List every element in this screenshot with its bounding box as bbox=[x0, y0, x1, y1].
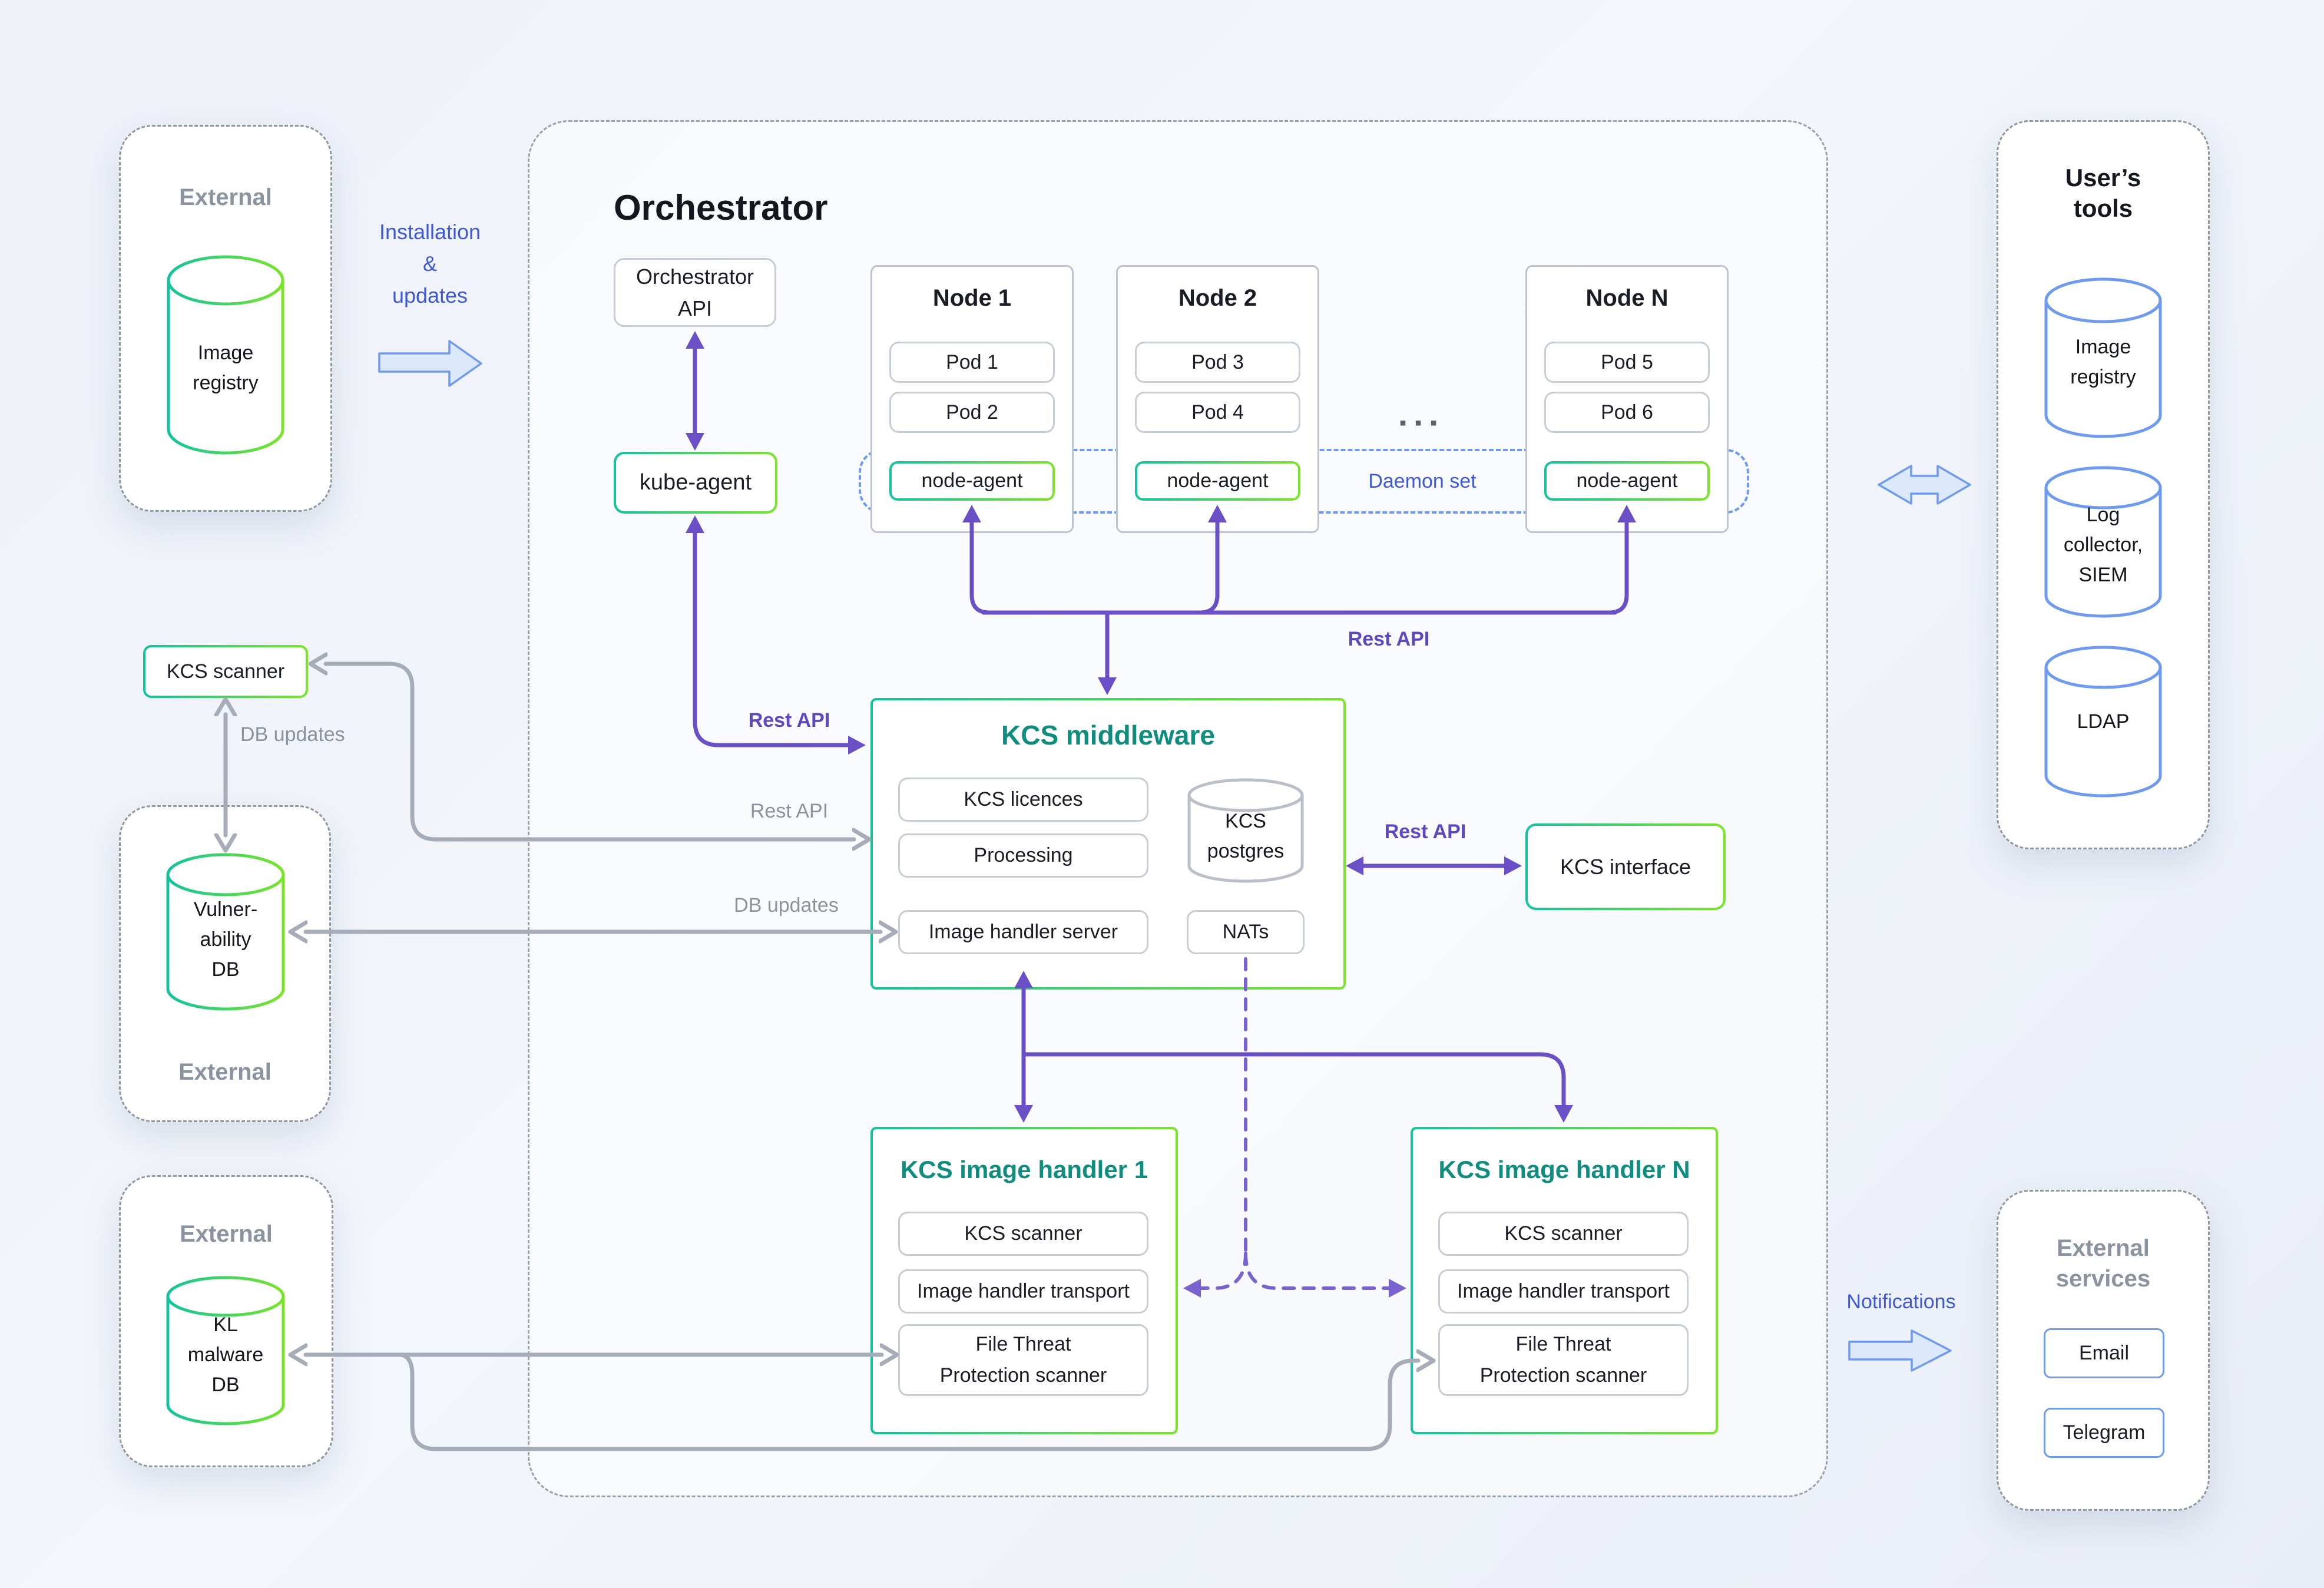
email-box: Email bbox=[2044, 1328, 2164, 1378]
tools-log-collector-cylinder-icon bbox=[2044, 465, 2163, 621]
handler-1-kcs-scanner: KCS scanner bbox=[898, 1212, 1148, 1256]
external-mid-title: External bbox=[178, 1058, 272, 1085]
external-top-title: External bbox=[179, 184, 272, 210]
image-registry-label: Image registry bbox=[193, 342, 259, 394]
rest-api-scanner-label: Rest API bbox=[750, 799, 829, 822]
handler-1-transport: Image handler transport bbox=[898, 1269, 1148, 1314]
orchestrator-title: Orchestrator bbox=[614, 188, 828, 227]
installation-arrow-icon bbox=[378, 340, 482, 387]
nodes-ellipsis: ▪▪▪ bbox=[1399, 411, 1446, 434]
node-n-agent-box: node-agent bbox=[1544, 461, 1710, 501]
kl-malware-db-cylinder-icon bbox=[165, 1275, 286, 1429]
telegram-box: Telegram bbox=[2044, 1408, 2164, 1458]
installation-updates-label: Installation & updates bbox=[379, 220, 481, 307]
users-tools-title: User’s tools bbox=[2065, 163, 2141, 223]
vulnerability-db-cylinder-icon bbox=[165, 852, 286, 1014]
vulnerability-db-label: Vulner- ability DB bbox=[193, 898, 258, 981]
node-1-pod-1: Pod 1 bbox=[889, 342, 1055, 383]
kcs-image-handler-1-title: KCS image handler 1 bbox=[900, 1156, 1148, 1183]
node-2-title: Node 2 bbox=[1178, 284, 1257, 311]
node-2-pod-2: Pod 4 bbox=[1135, 392, 1300, 433]
nats-box: NATs bbox=[1187, 910, 1305, 954]
image-handler-server-box: Image handler server bbox=[898, 910, 1148, 954]
kcs-scanner-box: KCS scanner bbox=[143, 645, 308, 698]
node-n-pod-2: Pod 6 bbox=[1544, 392, 1710, 433]
processing-box: Processing bbox=[898, 833, 1148, 878]
handler-1-ftp-scanner: File Threat Protection scanner bbox=[898, 1324, 1148, 1396]
node-1-pod-2: Pod 2 bbox=[889, 392, 1055, 433]
orchestrator-api-box: Orchestrator API bbox=[614, 258, 776, 327]
tools-log-collector-label: Log collector, SIEM bbox=[2063, 503, 2143, 586]
notifications-arrow-icon bbox=[1848, 1329, 1952, 1372]
tools-ldap-label: LDAP bbox=[2077, 710, 2130, 733]
tools-ldap-cylinder-icon bbox=[2044, 645, 2163, 801]
notifications-label: Notifications bbox=[1846, 1290, 1956, 1313]
tools-image-registry-label: Image registry bbox=[2070, 336, 2136, 388]
handler-n-ftp-scanner: File Threat Protection scanner bbox=[1438, 1324, 1689, 1396]
node-n-title: Node N bbox=[1585, 284, 1668, 311]
kcs-interface-box: KCS interface bbox=[1525, 823, 1726, 910]
image-registry-cylinder-icon bbox=[166, 254, 285, 458]
rest-api-nodes-label: Rest API bbox=[1348, 627, 1430, 650]
kube-agent-box: kube-agent bbox=[614, 452, 777, 514]
rest-api-interface-label: Rest API bbox=[1384, 820, 1466, 843]
db-updates-horizontal-label: DB updates bbox=[734, 894, 839, 917]
node-2-pod-1: Pod 3 bbox=[1135, 342, 1300, 383]
handler-n-kcs-scanner: KCS scanner bbox=[1438, 1212, 1689, 1256]
node-1-title: Node 1 bbox=[932, 284, 1012, 311]
node-n-pod-1: Pod 5 bbox=[1544, 342, 1710, 383]
node-2-agent-box: node-agent bbox=[1135, 461, 1300, 501]
kcs-licences-box: KCS licences bbox=[898, 778, 1148, 822]
tools-image-registry-cylinder-icon bbox=[2044, 277, 2163, 442]
kcs-middleware-title: KCS middleware bbox=[1001, 720, 1215, 750]
orchestrator-tools-arrow-icon bbox=[1878, 465, 1971, 505]
kcs-postgres-label: KCS postgres bbox=[1207, 810, 1285, 862]
kcs-image-handler-n-title: KCS image handler N bbox=[1438, 1156, 1690, 1183]
daemon-set-label: Daemon set bbox=[1368, 469, 1476, 492]
external-services-title: External services bbox=[2055, 1235, 2151, 1292]
handler-n-transport: Image handler transport bbox=[1438, 1269, 1689, 1314]
kl-malware-db-label: KL malware DB bbox=[187, 1313, 264, 1396]
db-updates-vertical-label: DB updates bbox=[240, 723, 345, 746]
kcs-postgres-cylinder-icon bbox=[1187, 778, 1305, 886]
rest-api-kube-label: Rest API bbox=[748, 709, 830, 732]
external-bottom-title: External bbox=[180, 1220, 273, 1247]
node-1-agent-box: node-agent bbox=[889, 461, 1055, 501]
